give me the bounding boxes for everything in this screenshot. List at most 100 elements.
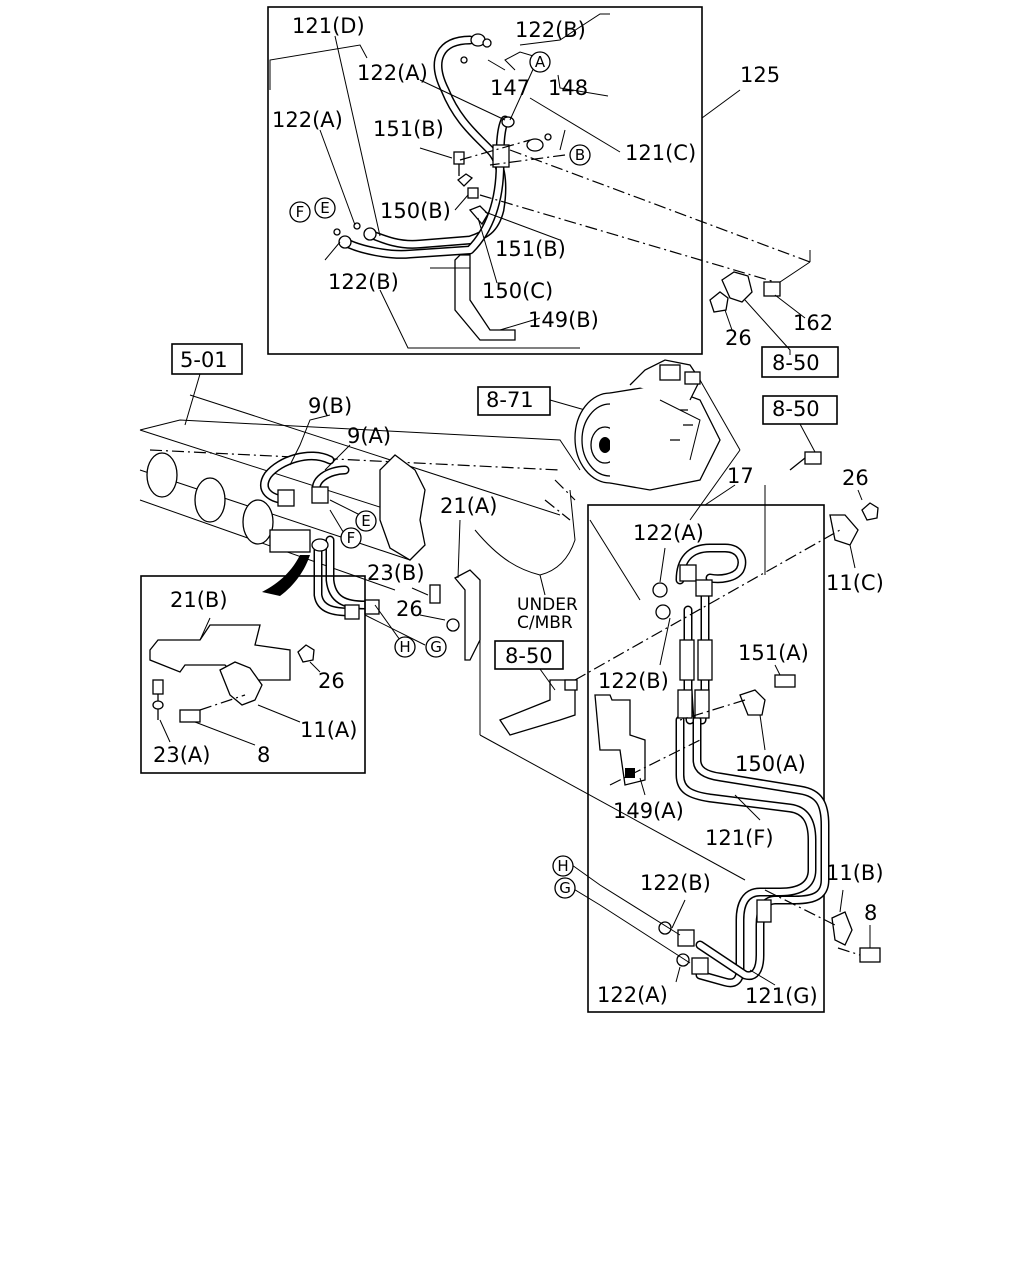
label-21-a: 21(A) [440, 494, 497, 518]
ref-8-71: 8-71 [486, 388, 534, 412]
label-17: 17 [727, 464, 754, 488]
label-122-a-right: 122(A) [633, 521, 704, 545]
ref-8-50-right: 8-50 [772, 397, 820, 421]
svg-text:F: F [347, 529, 356, 547]
svg-text:B: B [575, 146, 585, 164]
bracket-8-50-mid [499, 679, 576, 736]
label-162: 162 [793, 311, 833, 335]
bolt-151-b-lower [467, 187, 479, 199]
svg-text:G: G [430, 638, 442, 656]
label-23-b: 23(B) [367, 561, 425, 585]
oring-122-a-upper [652, 582, 668, 598]
frame-rail [139, 394, 561, 591]
bolt-8-50 [804, 451, 822, 465]
label-21-b: 21(B) [170, 588, 228, 612]
label-8-inset: 8 [257, 743, 270, 767]
callout-a: A [529, 51, 551, 73]
label-125: 125 [740, 63, 780, 87]
svg-text:E: E [361, 512, 370, 530]
label-9-b: 9(B) [308, 394, 352, 418]
bolt-23-a [152, 679, 164, 695]
label-under: UNDER [517, 595, 578, 615]
callout-f-left: F [340, 527, 362, 549]
svg-text:G: G [559, 879, 571, 897]
ref-5-01: 5-01 [180, 348, 228, 372]
label-9-a: 9(A) [347, 424, 391, 448]
callout-e-left: E [355, 510, 377, 532]
nut-26-right [861, 502, 879, 521]
label-11-a: 11(A) [300, 718, 357, 742]
label-151-a: 151(A) [738, 641, 809, 665]
mount-bracket [379, 454, 426, 561]
junction-block [492, 144, 510, 168]
label-121-d: 121(D) [292, 14, 365, 38]
svg-text:F: F [296, 203, 305, 221]
label-8-right: 8 [864, 901, 877, 925]
callout-h-left: H [394, 636, 416, 658]
bracket-149-b [454, 254, 516, 341]
label-151-b-mid: 151(B) [495, 237, 566, 261]
clamp-11-c [829, 514, 859, 546]
fitting-9b [277, 489, 295, 507]
callout-e-top: E [314, 197, 336, 219]
oring-top-1 [482, 38, 492, 48]
label-122-b-right: 122(B) [598, 669, 669, 693]
label-150-a: 150(A) [735, 752, 806, 776]
label-11-b: 11(B) [826, 861, 884, 885]
label-122-b-lower: 122(B) [640, 871, 711, 895]
clamp-150-a [739, 689, 766, 716]
callout-g-left: G [425, 636, 447, 658]
bracket-small [269, 529, 311, 553]
top-detail-frame [267, 6, 703, 355]
label-150-c: 150(C) [482, 279, 553, 303]
label-148: 148 [548, 76, 588, 100]
label-11-c: 11(C) [826, 571, 884, 595]
label-122-a-top: 122(A) [357, 61, 428, 85]
label-122-a-lower: 122(A) [597, 983, 668, 1007]
ref-box-8-50-mid [494, 640, 564, 670]
svg-text:H: H [557, 857, 568, 875]
compressor [574, 359, 721, 491]
inset-bracket-frame [140, 575, 366, 774]
label-26-right: 26 [842, 466, 869, 490]
svg-text:A: A [535, 53, 546, 71]
oring-122-b-lower [658, 921, 672, 935]
label-26-top: 26 [725, 326, 752, 350]
frame-hole-1 [146, 452, 178, 498]
nut-26-top [709, 291, 729, 313]
label-122-b-top: 122(B) [515, 18, 586, 42]
label-23-a: 23(A) [153, 743, 210, 767]
bolt-8-inset [179, 709, 201, 723]
label-121-f: 121(F) [705, 826, 774, 850]
ref-box-8-50-top [761, 346, 839, 378]
label-150-b: 150(B) [380, 199, 451, 223]
label-147: 147 [490, 76, 530, 100]
callout-b: B [569, 144, 591, 166]
callout-f-top: F [289, 201, 311, 223]
label-149-a: 149(A) [613, 799, 684, 823]
label-121-c: 121(C) [625, 141, 696, 165]
label-c-mbr: C/MBR [517, 613, 573, 633]
callout-g-right: G [554, 877, 576, 899]
ref-8-50-mid: 8-50 [505, 644, 553, 668]
clamp-11-b [831, 911, 853, 946]
nut-26-inset [297, 644, 315, 663]
ref-box-8-71 [477, 386, 551, 416]
label-121-g: 121(G) [745, 984, 818, 1008]
svg-text:E: E [320, 199, 329, 217]
bolt-162 [763, 281, 781, 297]
clip-150-b [457, 173, 474, 187]
label-149-b: 149(B) [528, 308, 599, 332]
label-122-a-left: 122(A) [272, 108, 343, 132]
right-detail-frame [587, 504, 825, 1013]
bolt-23-b [429, 584, 441, 604]
bolt-151-b-upper [453, 151, 465, 165]
svg-text:H: H [399, 638, 410, 656]
ref-8-50-top: 8-50 [772, 351, 820, 375]
label-26-inset: 26 [318, 669, 345, 693]
label-26-mid: 26 [396, 597, 423, 621]
label-122-b-left: 122(B) [328, 270, 399, 294]
clamp-11-a [219, 661, 263, 706]
bracket-21-a [453, 569, 481, 661]
bracket-149-a [594, 694, 646, 786]
